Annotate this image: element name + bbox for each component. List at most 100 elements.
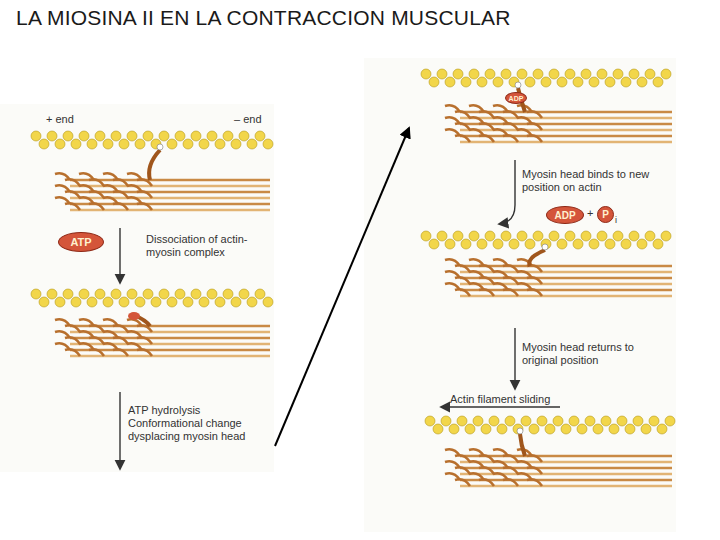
actin-monomer (625, 424, 635, 434)
myosin-head (455, 277, 470, 284)
actin-monomer (597, 69, 607, 79)
myosin-head (503, 455, 518, 462)
myosin-head (455, 455, 470, 462)
actin-monomer (207, 131, 217, 141)
myosin-tail (460, 123, 672, 126)
actin-monomer (151, 297, 161, 307)
myosin-head (65, 203, 80, 210)
actin-monomer (103, 139, 113, 149)
actin-monomer (429, 77, 439, 87)
active-myosin-head (529, 250, 545, 266)
actin-monomer (421, 231, 431, 241)
molecule-oval: ADP (546, 206, 584, 224)
actin-monomer (573, 239, 583, 249)
actin-monomer (199, 139, 209, 149)
actin-monomer (561, 424, 571, 434)
actin-monomer (437, 231, 447, 241)
actin-monomer (565, 231, 575, 241)
myosin-head (65, 349, 80, 356)
actin-monomer (421, 69, 431, 79)
myosin-head (479, 111, 494, 118)
actin-monomer (469, 231, 479, 241)
actin-monomer (231, 297, 241, 307)
actin-monomer (477, 77, 487, 87)
myosin-tail (70, 343, 270, 346)
actin-monomer (529, 424, 539, 434)
myosin-head (89, 203, 104, 210)
actin-monomer (637, 239, 647, 249)
myosin-head (455, 479, 470, 486)
myosin-head (503, 277, 518, 284)
myosin-head (455, 111, 470, 118)
actin-monomer (167, 139, 177, 149)
myosin-head (479, 135, 494, 142)
binding-site (517, 428, 523, 434)
myosin-head (527, 289, 542, 296)
actin-monomer (581, 69, 591, 79)
step-caption: + end (46, 113, 106, 126)
actin-monomer (39, 297, 49, 307)
actin-monomer (541, 239, 551, 249)
actin-monomer (437, 69, 447, 79)
page-title: LA MIOSINA II EN LA CONTRACCION MUSCULAR (16, 6, 511, 30)
myosin-tail (460, 265, 672, 268)
actin-monomer (653, 77, 663, 87)
myosin-head (113, 337, 128, 344)
actin-monomer (589, 77, 599, 87)
step-arrow (119, 228, 120, 282)
actin-monomer (453, 69, 463, 79)
actin-monomer (445, 77, 455, 87)
step-caption: Actin filament sliding (450, 393, 580, 406)
sliding-arrow (442, 406, 560, 407)
myosin-head (113, 179, 128, 186)
myosin-head (455, 265, 470, 272)
myosin-head (455, 135, 470, 142)
actin-monomer (577, 424, 587, 434)
myosin-head (137, 203, 152, 210)
myosin-head (503, 289, 518, 296)
step-caption: Myosin head returns to original position (522, 341, 644, 367)
actin-monomer (215, 297, 225, 307)
actin-monomer (255, 289, 265, 299)
myosin-head (503, 479, 518, 486)
actin-monomer (509, 239, 519, 249)
actin-monomer (593, 424, 603, 434)
molecule-oval: ADP (505, 92, 527, 104)
binding-site (157, 144, 163, 150)
actin-monomer (103, 297, 113, 307)
actin-monomer (95, 131, 105, 141)
myosin-tail (70, 331, 270, 334)
actin-monomer (601, 416, 611, 426)
myosin-head (89, 337, 104, 344)
actin-monomer (223, 289, 233, 299)
myosin-head (137, 349, 152, 356)
actin-monomer (661, 231, 671, 241)
actin-monomer (493, 239, 503, 249)
actin-monomer (629, 231, 639, 241)
actin-monomer (621, 239, 631, 249)
actin-monomer (231, 139, 241, 149)
myosin-head (65, 325, 80, 332)
actin-monomer (175, 131, 185, 141)
myosin-head (113, 325, 128, 332)
actin-monomer (55, 297, 65, 307)
actin-monomer (653, 239, 663, 249)
actin-monomer (119, 297, 129, 307)
actin-monomer (629, 69, 639, 79)
actin-monomer (79, 131, 89, 141)
actin-monomer (557, 77, 567, 87)
actin-monomer (255, 131, 265, 141)
filaments (31, 69, 675, 486)
actin-monomer (505, 416, 515, 426)
myosin-head (455, 123, 470, 130)
step-caption: Dissociation of actin-myosin complex (146, 233, 268, 259)
myosin-tail (460, 135, 672, 138)
actin-monomer (167, 297, 177, 307)
actin-monomer (111, 289, 121, 299)
myosin-tail (460, 455, 672, 458)
myosin-head (89, 349, 104, 356)
myosin-tail (460, 479, 672, 482)
active-myosin-head (520, 434, 525, 456)
molecule-name: ADP (509, 95, 524, 102)
